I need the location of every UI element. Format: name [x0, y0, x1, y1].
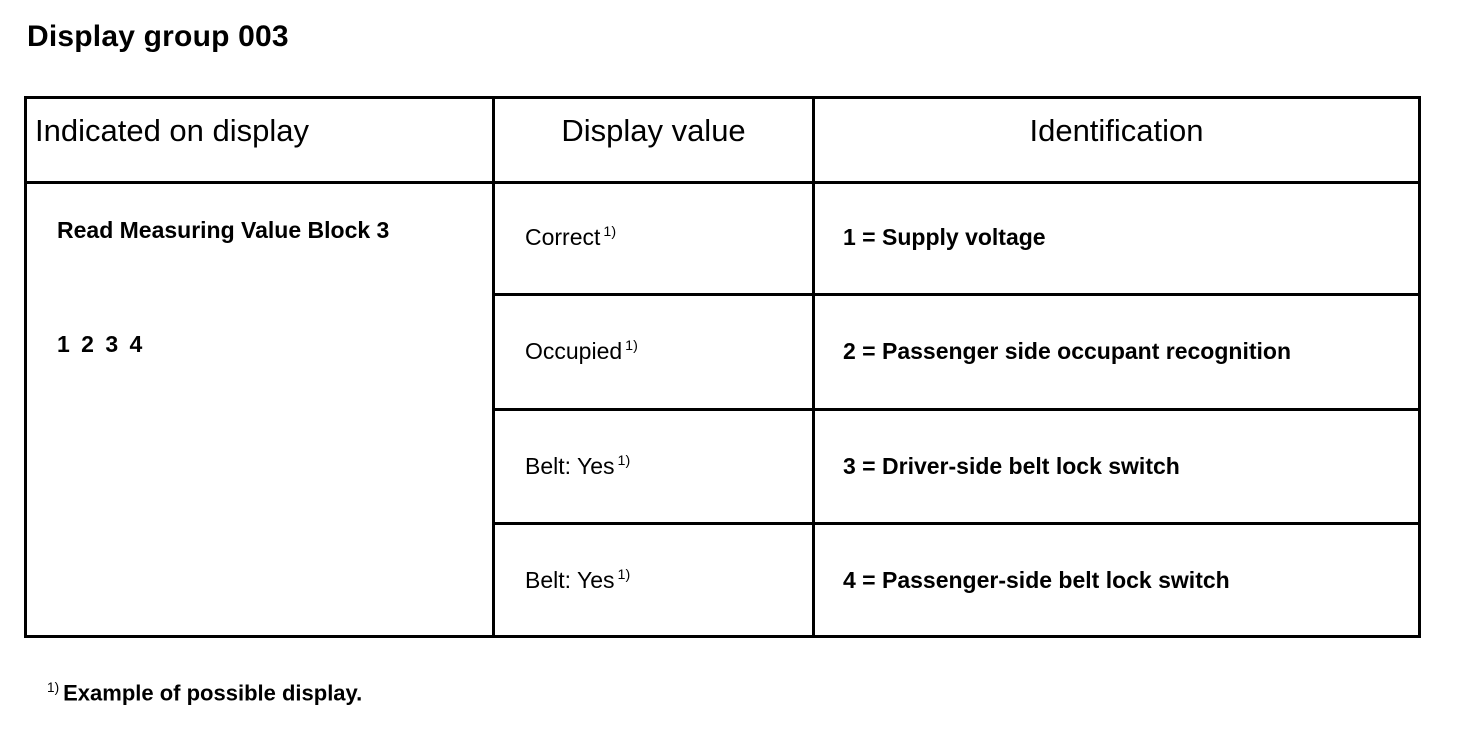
display-value-label-4: Belt: Yes	[525, 566, 615, 593]
footnote-text: Example of possible display.	[63, 680, 363, 706]
header-label-display-value: Display value	[561, 113, 746, 148]
cell-indicated-on-display: Read Measuring Value Block 3 1 2 3 4	[24, 181, 495, 638]
table-header-display-value: Display value	[492, 96, 815, 184]
display-value-label-3: Belt: Yes	[525, 452, 615, 479]
table-header-identification: Identification	[812, 96, 1421, 184]
table-row: Read Measuring Value Block 3 1 2 3 4 Cor…	[24, 181, 1421, 638]
cell-identification-3: 3 = Driver-side belt lock switch	[812, 407, 1421, 525]
cell-identification-2: 2 = Passenger side occupant recognition	[812, 292, 1421, 411]
footnote-marker-1: 1)	[603, 224, 617, 241]
cell-identification-4: 4 = Passenger-side belt lock switch	[812, 521, 1421, 639]
table-header-indicated-on-display: Indicated on display	[24, 96, 495, 184]
identification-text-3: 3 = Driver-side belt lock switch	[843, 452, 1180, 479]
display-value-label-2: Occupied	[525, 337, 623, 364]
footnote-marker-4: 1)	[617, 567, 631, 584]
header-label-identification: Identification	[1029, 113, 1204, 148]
footnote-marker-3: 1)	[617, 453, 631, 470]
footnote: 1)Example of possible display.	[47, 680, 362, 706]
footnote-marker-2: 1)	[625, 338, 638, 355]
page-title: Display group 003	[27, 20, 289, 53]
footnote-marker: 1)	[47, 680, 60, 695]
display-value-label-1: Correct	[525, 224, 601, 250]
header-label-indicated-on-display: Indicated on display	[35, 113, 310, 148]
indicated-on-display-label: Read Measuring Value Block 3	[57, 217, 390, 243]
table-header-row: Indicated on display Display value Ident…	[24, 96, 1421, 184]
indicated-on-display-numbers: 1 2 3 4	[57, 331, 145, 357]
identification-text-4: 4 = Passenger-side belt lock switch	[843, 566, 1230, 593]
identification-text-2: 2 = Passenger side occupant recognition	[843, 337, 1291, 364]
cell-identification-1: 1 = Supply voltage	[812, 181, 1421, 296]
display-group-table: Indicated on display Display value Ident…	[24, 96, 1421, 639]
identification-text-1: 1 = Supply voltage	[843, 224, 1046, 250]
